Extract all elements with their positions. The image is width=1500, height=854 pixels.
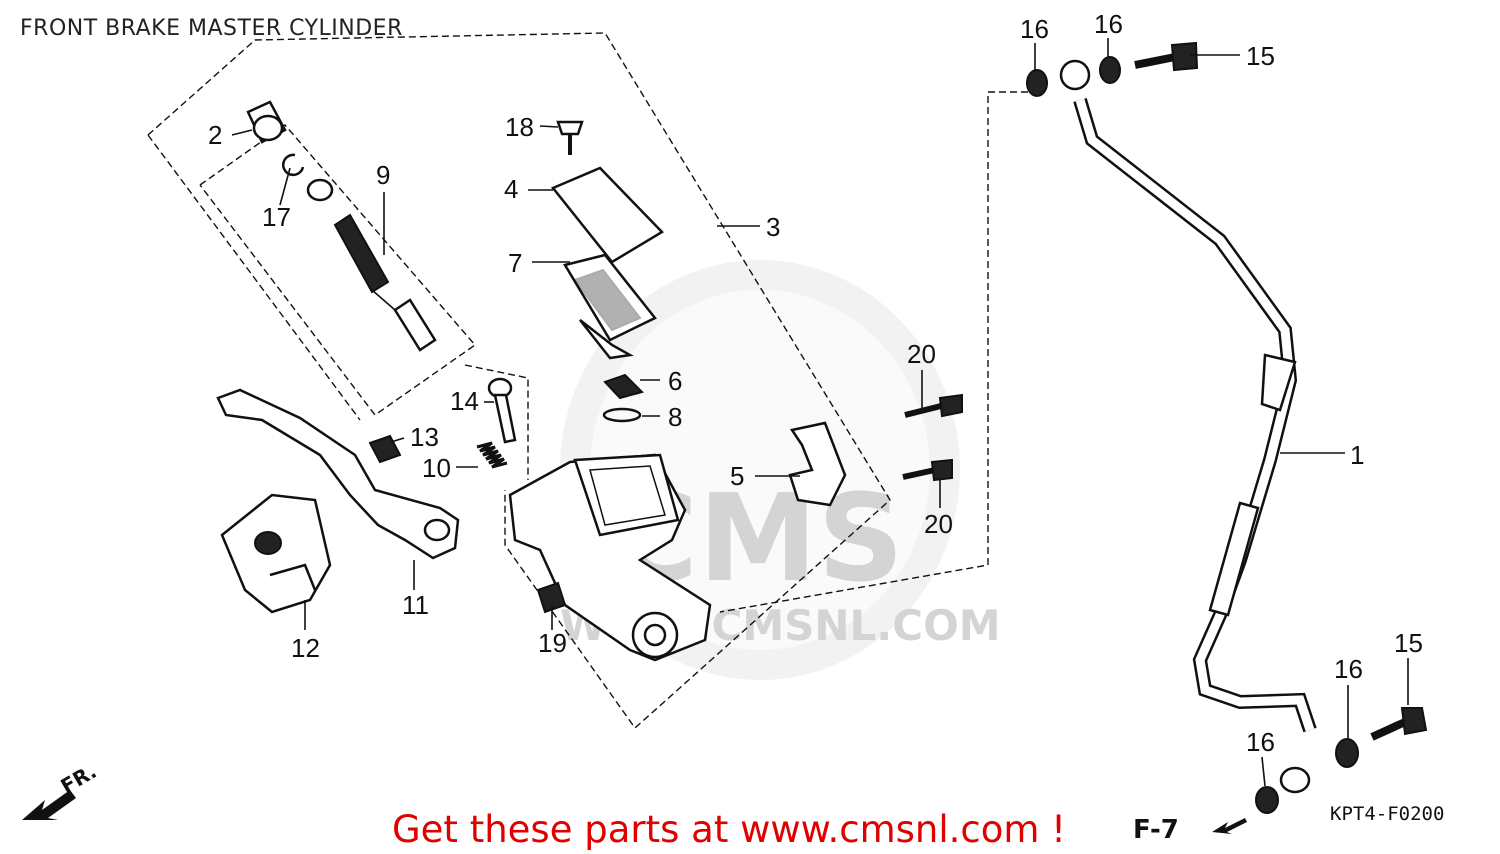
callout-1: 1 xyxy=(1350,440,1364,470)
callout-17: 17 xyxy=(262,202,291,232)
callout-19: 19 xyxy=(538,628,567,658)
piston-set-boundary xyxy=(199,124,477,416)
snap-ring-part xyxy=(282,153,305,177)
holder-bolt-bottom-part xyxy=(902,458,953,482)
holder-part xyxy=(788,421,847,507)
callout-10: 10 xyxy=(422,453,451,483)
assembly-boundary-left xyxy=(147,134,361,421)
callout-16-bottom-left: 16 xyxy=(1246,727,1275,757)
oil-bolt-top-part xyxy=(1134,41,1199,72)
reservoir-cap-part xyxy=(550,166,664,264)
callout-12: 12 xyxy=(291,633,320,663)
brake-lever-part xyxy=(216,388,460,560)
callout-15-top: 15 xyxy=(1246,41,1275,71)
cap-screw-part xyxy=(556,120,584,155)
washer-top-right-part xyxy=(1099,56,1121,84)
page-arrow-icon xyxy=(1212,818,1247,834)
callout-18: 18 xyxy=(505,112,534,142)
callout-13: 13 xyxy=(410,422,439,452)
washer-top-left-part xyxy=(1026,69,1048,97)
callout-6: 6 xyxy=(668,366,682,396)
front-direction-arrow-icon: FR. xyxy=(22,759,101,820)
float-part xyxy=(603,373,644,400)
hose-boundary xyxy=(719,91,1028,613)
shop-link-text[interactable]: Get these parts at www.cmsnl.com ! xyxy=(392,808,1067,851)
callout-labels: 2 17 9 18 4 7 3 6 8 5 14 13 10 11 12 19 … xyxy=(208,9,1423,757)
page-code: F-7 xyxy=(1133,815,1179,845)
brake-hose-part xyxy=(1059,59,1317,794)
bleeder-cap-part xyxy=(536,581,567,614)
diaphragm-part xyxy=(563,253,657,360)
master-cylinder-part xyxy=(508,453,712,662)
pivot-bolt-part xyxy=(487,377,517,444)
spring-part xyxy=(476,441,508,469)
drawing-code: KPT4-F0200 xyxy=(1330,803,1445,825)
lever-nut-part xyxy=(368,434,402,464)
washer-bottom-left-part xyxy=(1255,786,1279,814)
piston-set-part xyxy=(306,178,437,352)
callout-14: 14 xyxy=(450,386,479,416)
assembly-boundary-3 xyxy=(147,32,891,730)
pivot-boundary xyxy=(464,364,529,480)
boot-part xyxy=(246,100,287,144)
callout-11: 11 xyxy=(402,590,429,620)
direction-label: FR. xyxy=(57,759,101,798)
callout-2: 2 xyxy=(208,120,222,150)
callout-20-bottom: 20 xyxy=(924,509,953,539)
circlip-part xyxy=(602,407,642,423)
page-title: FRONT BRAKE MASTER CYLINDER xyxy=(20,16,403,41)
callout-3: 3 xyxy=(766,212,780,242)
callout-16-top-left: 16 xyxy=(1020,14,1049,44)
lever-cover-part xyxy=(220,493,332,614)
callout-8: 8 xyxy=(668,402,682,432)
leader-lines xyxy=(231,38,1409,787)
washer-bottom-right-part xyxy=(1335,738,1359,768)
callout-5: 5 xyxy=(730,461,744,491)
callout-9: 9 xyxy=(376,160,390,190)
callout-7: 7 xyxy=(508,248,522,278)
callout-16-bottom-right: 16 xyxy=(1334,654,1363,684)
brake-lever-pivot xyxy=(423,518,451,542)
callout-15-bottom: 15 xyxy=(1394,628,1423,658)
holder-bolt-top-part xyxy=(904,393,963,418)
callout-20-top: 20 xyxy=(907,339,936,369)
callout-4: 4 xyxy=(504,174,518,204)
callout-16-top-right: 16 xyxy=(1094,9,1123,39)
oil-bolt-bottom-part xyxy=(1370,707,1428,741)
